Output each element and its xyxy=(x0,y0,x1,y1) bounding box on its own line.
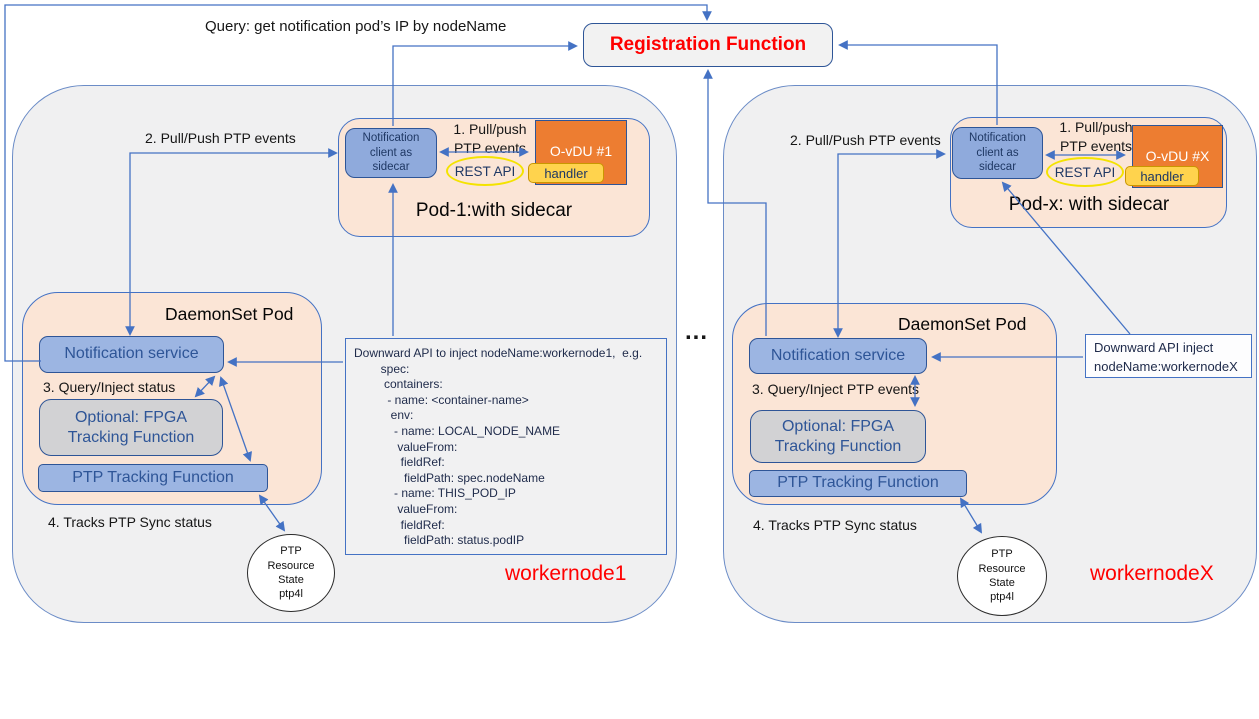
tracks-label-1: 4. Tracks PTP Sync status xyxy=(48,514,212,530)
pull-push-label1-nodex: 1. Pull/push PTP events xyxy=(1059,119,1133,154)
pull-push-label2-nodex: 2. Pull/Push PTP events xyxy=(790,132,941,148)
handler-box-1: handler xyxy=(528,163,604,183)
downward-api-box-x: Downward API inject nodeName:workernodeX xyxy=(1085,334,1252,378)
notification-service-box-1: Notification service xyxy=(39,336,224,373)
fpga-tracking-box-1: Optional: FPGA Tracking Function xyxy=(39,399,223,456)
pod1-title: Pod-1:with sidecar xyxy=(415,200,573,221)
pull-push-label1-node1: 1. Pull/push PTP events xyxy=(453,121,527,156)
notification-client-box-1: Notification client as sidecar xyxy=(345,128,437,178)
query-label: Query: get notification pod’s IP by node… xyxy=(205,18,507,35)
ptp-tracking-box-1: PTP Tracking Function xyxy=(38,464,268,492)
handler-box-x: handler xyxy=(1125,166,1199,186)
ptp-resource-circle-1: PTP Resource State ptp4l xyxy=(247,534,335,612)
downward-api-box-1: Downward API to inject nodeName:workerno… xyxy=(345,338,667,555)
daemonset-title-1: DaemonSet Pod xyxy=(165,304,294,324)
podx-title: Pod-x: with sidecar xyxy=(1008,194,1170,215)
tracks-label-x: 4. Tracks PTP Sync status xyxy=(753,517,917,533)
ptp-tracking-box-x: PTP Tracking Function xyxy=(749,470,967,497)
ptp-resource-circle-x: PTP Resource State ptp4l xyxy=(957,536,1047,616)
rest-api-ellipse-1: REST API xyxy=(446,156,524,186)
registration-function-box: Registration Function xyxy=(583,23,833,67)
pull-push-label2-node1: 2. Pull/Push PTP events xyxy=(145,130,296,146)
rest-api-ellipse-x: REST API xyxy=(1046,157,1124,187)
workernode1-label: workernode1 xyxy=(505,562,627,585)
fpga-tracking-box-x: Optional: FPGA Tracking Function xyxy=(750,410,926,463)
query-inject-label-1: 3. Query/Inject status xyxy=(43,379,176,395)
notification-service-box-x: Notification service xyxy=(749,338,927,374)
daemonset-title-x: DaemonSet Pod xyxy=(898,314,1027,334)
workernodex-label: workernodeX xyxy=(1090,562,1214,585)
notification-client-box-x: Notification client as sidecar xyxy=(952,127,1043,179)
nodes-ellipsis: ... xyxy=(685,318,709,345)
query-inject-label-x: 3. Query/Inject PTP events xyxy=(752,381,920,397)
